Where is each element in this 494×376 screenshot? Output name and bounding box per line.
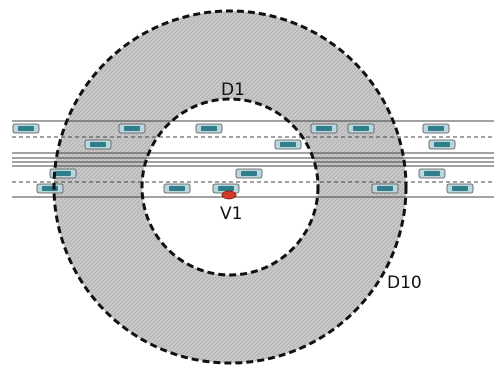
range-ring-d1 bbox=[140, 97, 320, 277]
label-d10: D10 bbox=[387, 273, 422, 293]
vehicle bbox=[36, 183, 64, 194]
vehicle bbox=[195, 123, 223, 134]
vehicle bbox=[163, 183, 191, 194]
ego-vehicle-marker bbox=[221, 190, 237, 200]
vehicle bbox=[118, 123, 146, 134]
vehicle bbox=[49, 168, 77, 179]
highway bbox=[12, 120, 494, 198]
label-v1: V1 bbox=[220, 204, 242, 224]
vehicle bbox=[310, 123, 338, 134]
vehicle bbox=[347, 123, 375, 134]
vehicle bbox=[418, 168, 446, 179]
vehicle bbox=[274, 139, 302, 150]
vehicle bbox=[422, 123, 450, 134]
range-ring-d10 bbox=[52, 9, 408, 365]
vehicles bbox=[12, 123, 474, 194]
label-d1: D1 bbox=[221, 80, 245, 100]
vehicle bbox=[428, 139, 456, 150]
vehicle bbox=[371, 183, 399, 194]
vehicle bbox=[84, 139, 112, 150]
vehicle bbox=[12, 123, 40, 134]
vehicle bbox=[235, 168, 263, 179]
vehicle bbox=[446, 183, 474, 194]
